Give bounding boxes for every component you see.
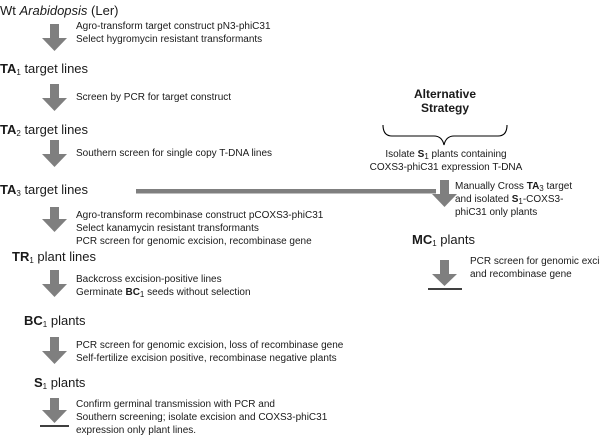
step-2-note: Screen by PCR for target construct bbox=[76, 92, 232, 103]
arrow-ta3-to-tr1 bbox=[42, 207, 67, 232]
step-1-note: Agro-transform target construct pN3-phiC… bbox=[76, 21, 271, 45]
stage-wt: Wt Arabidopsis (Ler) bbox=[0, 3, 119, 18]
stage-bc1: BC1 plants bbox=[24, 313, 86, 329]
cross-note: Manually Cross TA3 target and isolated S… bbox=[455, 181, 573, 218]
arrow-tr1-to-bc1 bbox=[42, 270, 67, 297]
step-7-note: Confirm germinal transmission with PCR a… bbox=[76, 399, 328, 436]
brace bbox=[382, 124, 508, 146]
step-6-note: PCR screen for genomic excision, loss of… bbox=[76, 340, 344, 364]
arrow-bc1-to-s1 bbox=[42, 337, 67, 364]
connector-ta3-to-cross bbox=[136, 189, 436, 194]
stage-ta1: TA1 target lines bbox=[0, 61, 89, 77]
arrow-ta2-to-ta3 bbox=[42, 140, 67, 167]
stage-s1: S1 plants bbox=[34, 375, 86, 391]
arrow-s1-to-end bbox=[42, 398, 67, 423]
step-4-note: Agro-transform recombinase construct pCO… bbox=[76, 210, 324, 247]
arrow-mc1-to-end bbox=[432, 260, 457, 286]
step-5-note: Backcross excision-positive lines Germin… bbox=[76, 274, 251, 299]
stage-ta2: TA2 target lines bbox=[0, 122, 89, 138]
stage-ta3: TA3 target lines bbox=[0, 182, 89, 198]
arrow-ta1-to-ta2 bbox=[42, 84, 67, 111]
stage-tr1: TR1 plant lines bbox=[12, 249, 96, 265]
arrow-s1-to-cross bbox=[432, 180, 457, 207]
stage-mc1: MC1 plants bbox=[412, 232, 475, 248]
arrow-wt-to-ta1 bbox=[42, 24, 67, 51]
step-3-note: Southern screen for single copy T-DNA li… bbox=[76, 148, 273, 159]
isolate-note: Isolate S1 plants containing COXS3-phiC3… bbox=[369, 149, 523, 173]
